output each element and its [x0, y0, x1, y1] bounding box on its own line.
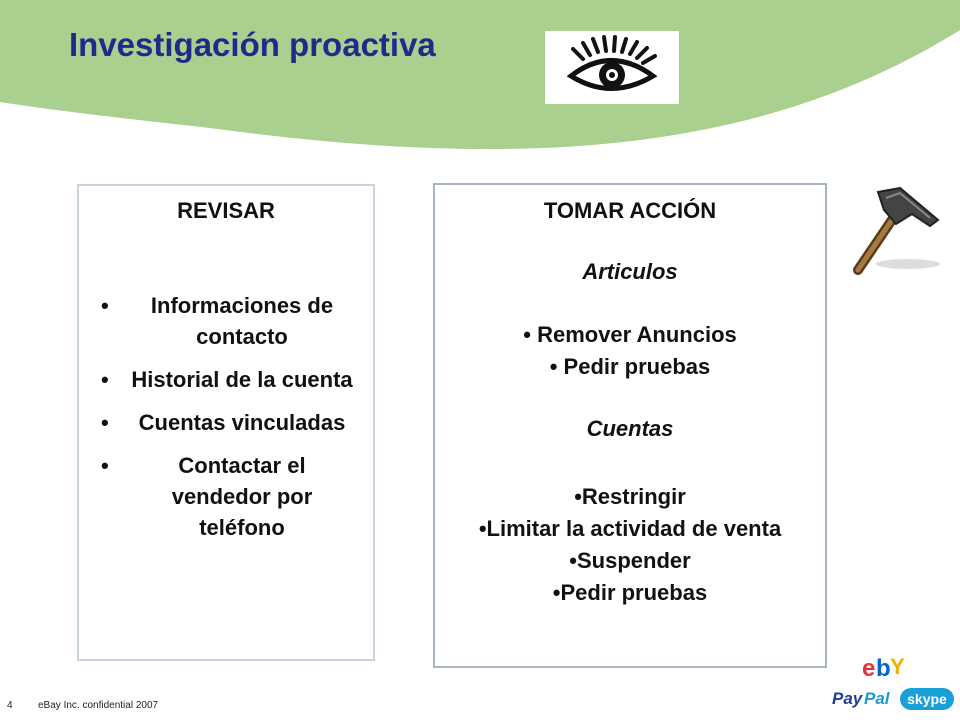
- accounts-subheading: Cuentas: [586, 416, 674, 441]
- review-list: Informaciones de contacto Historial de l…: [79, 290, 373, 555]
- page-number: 4: [7, 700, 13, 711]
- review-heading: REVISAR: [177, 198, 275, 223]
- slide-title: Investigación proactiva: [69, 26, 436, 63]
- svg-text:Pay: Pay: [832, 689, 864, 708]
- list-item: Contactar el vendedor por teléfono: [101, 450, 353, 543]
- list-item: • Remover Anuncios: [523, 322, 737, 347]
- list-item: Informaciones de contacto: [101, 290, 353, 352]
- svg-text:Y: Y: [890, 654, 905, 679]
- hammer-icon: [853, 186, 940, 275]
- skype-logo: skype: [900, 688, 954, 710]
- action-panel: TOMAR ACCIÓN Articulos • Remover Anuncio…: [433, 183, 827, 668]
- articles-subheading: Articulos: [582, 259, 678, 284]
- eye-icon: [566, 35, 658, 91]
- list-item: Cuentas vinculadas: [101, 407, 353, 438]
- paypal-logo: Pay Pal: [832, 689, 891, 708]
- list-item: Historial de la cuenta: [101, 364, 353, 395]
- brand-logos: e b Y Pay Pal skype: [832, 654, 954, 710]
- action-heading: TOMAR ACCIÓN: [543, 198, 717, 223]
- review-panel: REVISAR Informaciones de contacto Histor…: [77, 184, 375, 661]
- svg-text:Pal: Pal: [864, 689, 891, 708]
- eye-image: [545, 31, 679, 104]
- list-item: •Restringir: [574, 484, 686, 509]
- header-banner: [0, 0, 960, 150]
- ebay-logo: e b Y: [862, 654, 905, 682]
- list-item: • Pedir pruebas: [549, 354, 711, 379]
- svg-text:skype: skype: [907, 691, 947, 707]
- list-item: •Suspender: [569, 548, 691, 573]
- svg-text:e: e: [862, 655, 875, 682]
- svg-text:b: b: [876, 655, 891, 682]
- list-item: •Pedir pruebas: [552, 580, 708, 605]
- footer-text: eBay Inc. confidential 2007: [38, 700, 159, 711]
- list-item: •Limitar la actividad de venta: [478, 516, 782, 541]
